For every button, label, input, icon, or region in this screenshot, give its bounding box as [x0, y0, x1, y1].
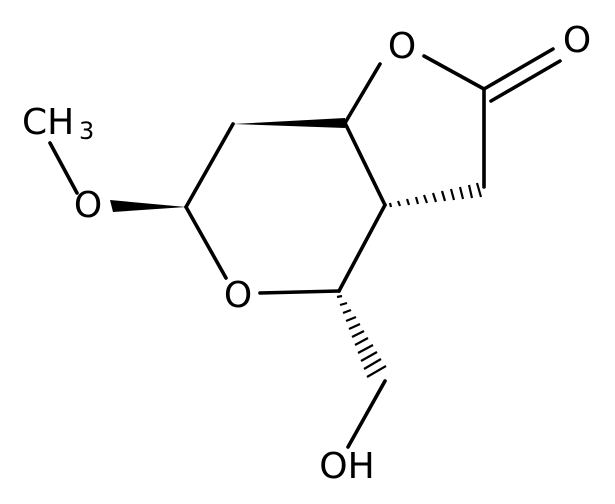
wedge-c7-c1: [233, 118, 345, 128]
bond-c1-c3a: [343, 121, 387, 207]
bond-c6-c7: [184, 122, 235, 209]
bond-c4-o-pyran: [258, 289, 341, 295]
bond-o-pyran-c6: [184, 205, 228, 280]
bond-c3a-c4: [337, 203, 387, 293]
bond-carbonyl-b: [489, 59, 562, 103]
bond-ch2-oh: [346, 379, 387, 449]
pyran-ring-oxygen-label: O: [224, 275, 252, 316]
methoxy-oxygen-label: O: [74, 185, 102, 226]
hash-c3a-c3: [388, 182, 483, 208]
wedge-c6-o-methoxy: [110, 200, 186, 212]
lactone-ring-oxygen-label: O: [388, 26, 416, 67]
methyl-subscript: 3: [79, 117, 94, 145]
bond-o-methoxy-ch3: [48, 141, 79, 195]
hash-c4-ch2: [336, 294, 387, 378]
bond-c1-o-lactone: [343, 62, 382, 125]
carbonyl-oxygen-label: O: [563, 20, 591, 61]
methyl-label: CH: [22, 102, 74, 143]
bond-o-lactone-c2: [422, 54, 486, 91]
hydroxyl-label: OH: [319, 446, 374, 487]
bond-carbonyl-a: [482, 47, 555, 91]
